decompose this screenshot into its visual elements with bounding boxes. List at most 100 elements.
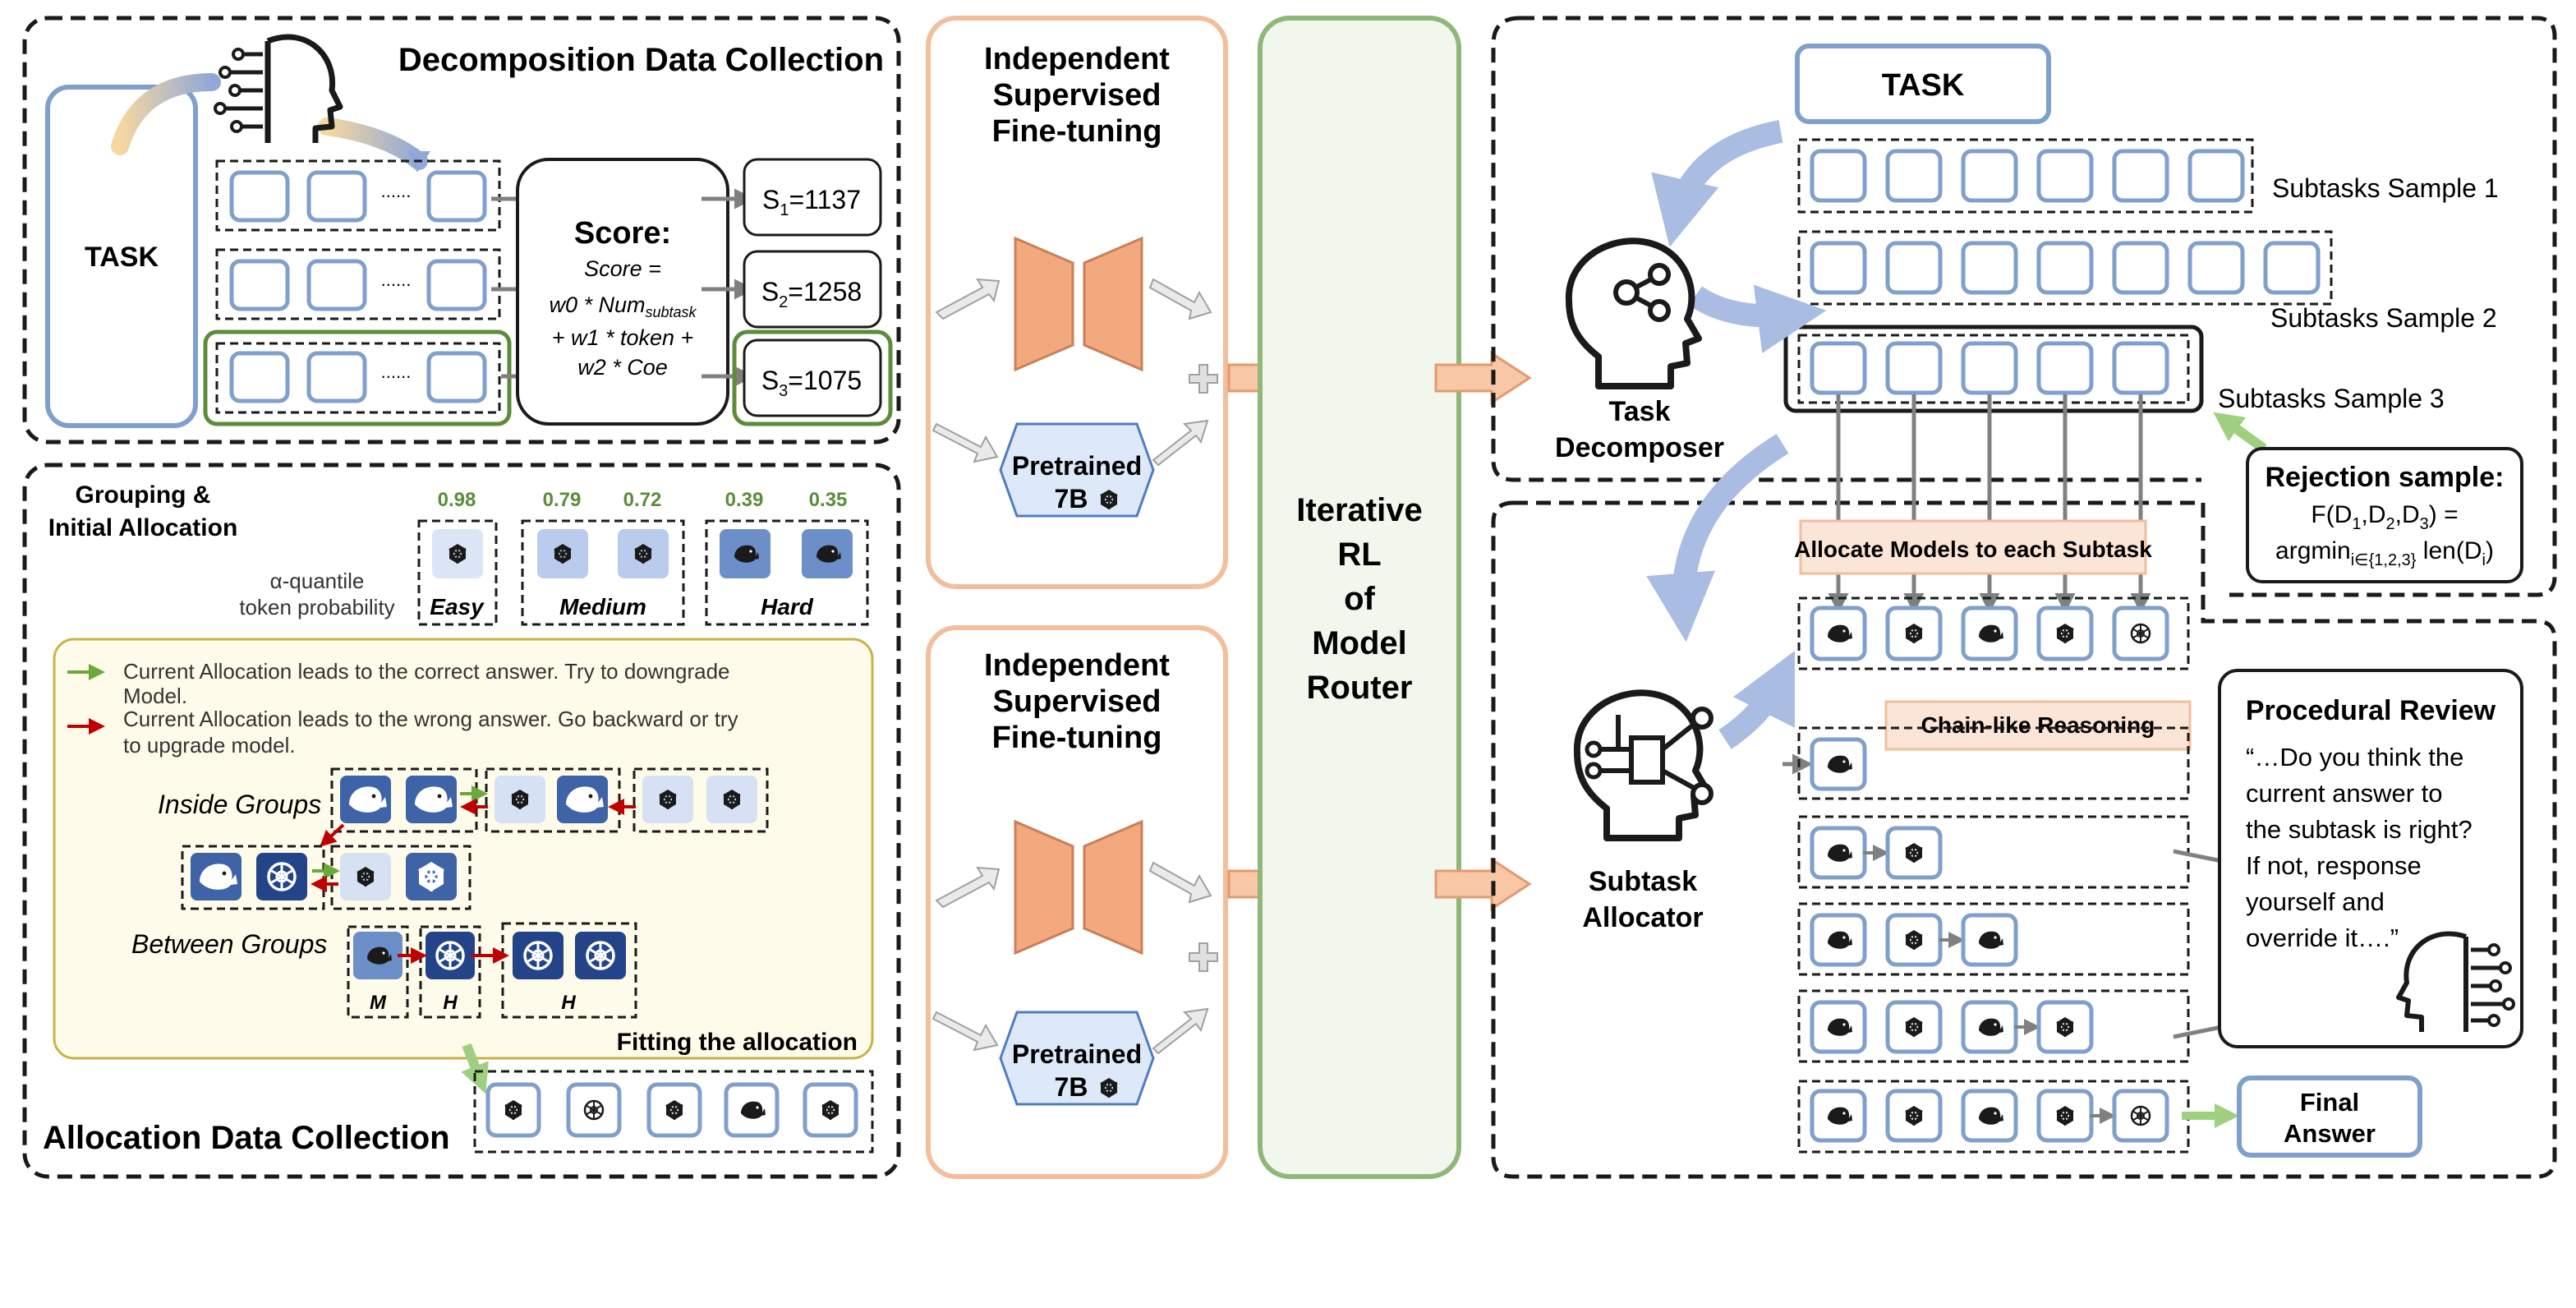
level-h-2: H	[561, 992, 576, 1014]
allocated-models-row	[1797, 596, 2190, 670]
task-to-decomposer-arrow	[1651, 120, 1783, 247]
sft-title-1: Independent	[984, 42, 1170, 76]
sft-panel-top: Independent Supervised Fine-tuning Pretr…	[926, 16, 1228, 589]
decomposer-name-1: Task	[1609, 396, 1671, 427]
subtask-sample-row-3: ......	[203, 329, 512, 426]
decomposer-panel: TASK Subtasks Sample 1 Subtasks Sample 2…	[1491, 16, 2557, 597]
decomposition-panel: Decomposition Data Collection TASK .....…	[22, 16, 901, 444]
router-line-3: of	[1344, 581, 1375, 617]
score-s1-box	[743, 158, 882, 237]
svg-text:......: ......	[381, 181, 412, 201]
score-s1: S1=1137	[762, 185, 861, 219]
review-line-3: the subtask is right?	[2246, 815, 2472, 844]
subtasks-sample-2	[1797, 230, 2333, 306]
review-line-4: If not, response	[2246, 851, 2422, 880]
score-s2-box	[743, 250, 882, 329]
sft-title-2: Supervised	[993, 684, 1162, 719]
score-formula-line-2: w0 * Numsubtask	[549, 292, 697, 320]
allocate-label-box	[1799, 519, 2147, 575]
review-line-2: current answer to	[2246, 779, 2443, 808]
router-panel: Iterative RL of Model Router	[1258, 16, 1461, 1179]
ai-head-icon	[214, 34, 343, 143]
encoder-shape	[1014, 819, 1074, 956]
chain-step-1	[1797, 726, 2190, 800]
sft-title-3: Fine-tuning	[992, 114, 1162, 149]
router-line-2: RL	[1337, 537, 1381, 573]
subtasks-sample-3-selected	[1783, 325, 2204, 413]
score-box	[516, 158, 729, 426]
group-easy	[417, 519, 498, 626]
prob-medium-2: 0.72	[623, 489, 662, 511]
review-title: Procedural Review	[2246, 695, 2496, 726]
decomposer-task-label: TASK	[1882, 68, 1965, 103]
prob-hard-2: 0.35	[809, 489, 848, 511]
between-groups-label: Between Groups	[131, 929, 327, 959]
decomposer-task-box	[1795, 44, 2051, 124]
score-s3-box	[743, 339, 882, 417]
grouping-label-2: Initial Allocation	[48, 514, 238, 541]
allocator-panel: Allocate Models to each Subtask Subtask …	[1491, 394, 2557, 1179]
group-hard	[705, 519, 869, 626]
chain-step-2	[1797, 815, 2190, 889]
sft-title-1: Independent	[984, 648, 1170, 683]
sft-panel-bottom: Independent Supervised Fine-tuning Pretr…	[926, 625, 1228, 1179]
svg-text:......: ......	[381, 362, 412, 382]
review-line-1: “…Do you think the	[2246, 743, 2463, 771]
samples-to-allocator-arrow	[1646, 434, 1789, 642]
task-label: TASK	[85, 242, 159, 273]
prob-easy: 0.98	[438, 489, 476, 511]
router-line-4: Model	[1312, 625, 1407, 661]
score-title: Score:	[574, 216, 671, 251]
score-formula-line-1: Score =	[584, 256, 661, 281]
router-line-1: Iterative	[1296, 492, 1422, 528]
decomposition-title: Decomposition Data Collection	[398, 42, 884, 78]
final-answer-line-1: Final	[2300, 1088, 2359, 1117]
quantile-label-1: α-quantile	[270, 569, 365, 593]
subtask-sample-row-1: ......	[215, 159, 501, 232]
subtask-sample-row-2: ......	[215, 248, 501, 320]
task-box	[45, 85, 198, 428]
group-label-hard: Hard	[761, 594, 814, 619]
rejection-sample-box	[2246, 447, 2523, 583]
pretrained-model-box	[999, 1011, 1155, 1106]
subtask-allocator-icon	[1573, 689, 1714, 841]
decoder-shape	[1083, 236, 1143, 372]
decomposer-to-samples-arrow	[1689, 284, 1827, 353]
allocation-title: Allocation Data Collection	[43, 1120, 450, 1156]
router-to-decomposer-arrow	[1434, 351, 1532, 405]
ai-head-icon	[2396, 931, 2515, 1032]
quantile-label-2: token probability	[239, 595, 394, 619]
score-formula-line-4: w2 * Coe	[577, 355, 668, 380]
pretrained-size: 7B	[1055, 484, 1088, 514]
fitting-label: Fitting the allocation	[617, 1029, 858, 1056]
encoder-shape	[1014, 236, 1074, 372]
svg-text:......: ......	[381, 269, 412, 290]
final-answer-box	[2237, 1075, 2422, 1158]
inside-groups-label: Inside Groups	[158, 790, 321, 819]
fitting-box	[53, 638, 874, 1060]
allocation-panel: Grouping & Initial Allocation 0.98 0.79 …	[22, 463, 901, 1179]
score-s2: S2=1258	[761, 277, 862, 311]
legend-red-2: to upgrade model.	[123, 733, 296, 758]
group-medium	[521, 519, 685, 626]
chain-label: Chain-like Reasoning	[1921, 712, 2155, 738]
legend-green-1: Current Allocation leads to the correct …	[123, 659, 730, 684]
legend-red-1: Current Allocation leads to the wrong an…	[123, 707, 738, 731]
pretrained-label: Pretrained	[1012, 451, 1142, 481]
group-label-easy: Easy	[430, 594, 485, 619]
task-decomposer-icon	[1565, 237, 1702, 389]
sample-1-label: Subtasks Sample 1	[2272, 173, 2499, 203]
allocator-name-2: Allocator	[1582, 902, 1703, 933]
level-h-1: H	[443, 992, 458, 1014]
chain-label-box	[1884, 700, 2192, 751]
review-line-5: yourself and	[2246, 887, 2385, 916]
pretrained-model-box	[999, 422, 1155, 518]
pretrained-label: Pretrained	[1012, 1039, 1142, 1069]
group-label-medium: Medium	[559, 594, 646, 619]
score-s3: S3=1075	[761, 366, 862, 400]
chain-step-3	[1797, 902, 2190, 976]
rejection-formula-2: argmini∈{1,2,3} len(Di)	[2275, 537, 2494, 569]
final-allocation-row	[473, 1070, 874, 1154]
allocator-to-models-arrow	[1718, 650, 1796, 749]
